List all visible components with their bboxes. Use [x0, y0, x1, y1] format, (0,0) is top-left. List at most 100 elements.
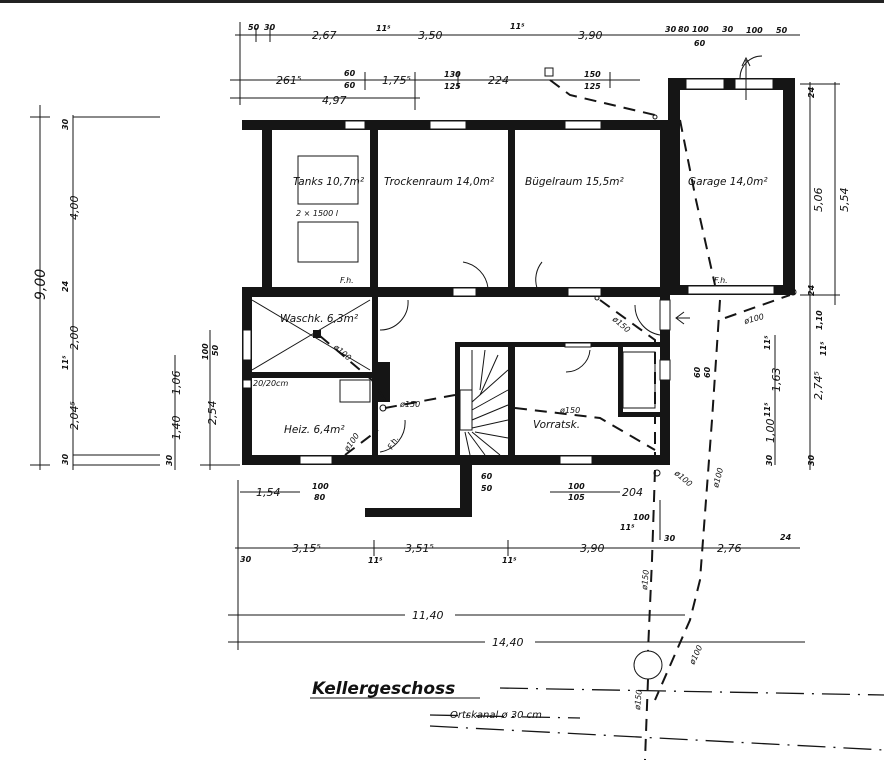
- room-label-waschkueche: Waschk. 6,3m²: [280, 313, 359, 325]
- dim-label: 4,97: [322, 94, 347, 107]
- dim-label: 100: [312, 482, 329, 491]
- dim-label: 3,90: [578, 29, 603, 42]
- fh-label: F.h.: [340, 276, 354, 285]
- tanks-capacity-note: 2 × 1500 l: [296, 209, 339, 218]
- dim-label: 11⁵: [368, 556, 383, 565]
- dim-label: 1,06: [170, 371, 183, 396]
- room-label-vorratskeller: Vorratsk.: [533, 419, 580, 431]
- dim-label: 1,10: [815, 310, 824, 330]
- dim-label: 60: [694, 39, 706, 48]
- dim-label: 100: [746, 26, 763, 35]
- dim-label: 2,76: [717, 542, 742, 555]
- dim-label: 100: [201, 343, 210, 360]
- windows: [242, 78, 775, 465]
- room-label-trockenraum: Trockenraum 14,0m²: [384, 176, 495, 188]
- dim-label: 3,15⁵: [292, 542, 321, 555]
- dim-label: 5,54: [838, 188, 851, 213]
- dim-label: 30: [807, 454, 816, 466]
- sewer-manhole: [633, 650, 663, 680]
- dim-label: 50: [248, 23, 260, 32]
- dim-label: 14,40: [492, 636, 524, 649]
- walls: [242, 78, 795, 517]
- dim-label: 24: [61, 280, 70, 292]
- left-dimensions: 9,00 30 4,00 24 2,00 11⁵ 2,04⁵ 30 1,40 1…: [33, 118, 220, 466]
- dim-label: 11⁵: [502, 556, 517, 565]
- pipe-diameter-label: ø100: [711, 467, 725, 490]
- fh-label: F.h.: [714, 276, 728, 285]
- top-dimensions: 50 30 2,67 11⁵ 3,50 11⁵ 3,90 30 80 100 6…: [248, 22, 788, 107]
- pipe-diameter-label: ø150: [640, 569, 651, 591]
- dim-label: 50: [211, 344, 220, 356]
- dim-label: 60: [344, 69, 356, 78]
- pipe-diameter-label: ø150: [559, 406, 580, 415]
- dim-label: 24: [807, 86, 816, 98]
- dim-label: 80: [314, 493, 326, 502]
- dim-label: 24: [807, 284, 816, 296]
- right-dimensions: 24 5,06 5,54 24 1,10 11⁵ 2,74⁵ 30 11⁵ 1,…: [693, 86, 851, 466]
- pipe-diameter-label: ø100: [672, 468, 694, 489]
- dim-label: 11⁵: [376, 24, 391, 33]
- dim-label: 261⁵: [276, 74, 301, 87]
- drawing-title: Kellergeschoss: [312, 679, 455, 699]
- sewer-label: Ortskanal ø 30 cm: [450, 710, 542, 721]
- dim-label: 30: [722, 25, 734, 34]
- axis-lines: [429, 687, 884, 751]
- dim-label: 1,75⁵: [382, 74, 411, 87]
- dim-label: 30: [240, 555, 252, 564]
- dim-label: 30: [61, 453, 70, 465]
- dim-label: 11⁵: [510, 22, 525, 31]
- pipe-diameter-label: ø150: [610, 314, 632, 335]
- dim-label: 30: [665, 25, 677, 34]
- dimension-lines: [30, 22, 840, 650]
- pipe-diameter-label: ø100: [687, 644, 704, 667]
- dim-label: 11⁵: [763, 335, 772, 350]
- pipe-diameter-label: ø150: [399, 400, 420, 409]
- room-label-buegelraum: Bügelraum 15,5m²: [525, 176, 624, 188]
- dim-label: 125: [584, 82, 601, 91]
- room-label-heizung: Heiz. 6,4m²: [284, 424, 345, 436]
- dim-label: 1,63: [770, 368, 783, 393]
- dim-label: 1,00: [764, 419, 777, 444]
- door-swings: [379, 55, 763, 453]
- dim-label: 2,67: [312, 29, 337, 42]
- dim-label: 11,40: [412, 609, 444, 622]
- dim-label: 11⁵: [61, 355, 70, 370]
- dim-label: 3,51⁵: [405, 542, 434, 555]
- pipe-diameter-label: ø100: [742, 312, 765, 326]
- dim-label: 3,50: [418, 29, 443, 42]
- dim-label: 30: [765, 454, 774, 466]
- dim-label: 100: [633, 513, 650, 522]
- dim-label: 4,00: [68, 196, 81, 221]
- dim-label: 9,00: [33, 269, 49, 300]
- room-labels: Tanks 10,7m² 2 × 1500 l Trockenraum 14,0…: [253, 176, 768, 451]
- pipe-diameter-label: ø150: [633, 689, 644, 711]
- dim-label: 2,04⁵: [68, 401, 81, 430]
- drain-pipes: [319, 67, 797, 761]
- dim-label: 30: [165, 454, 174, 466]
- dim-label: 204: [622, 486, 643, 499]
- dim-label: 224: [488, 74, 509, 87]
- dim-label: 11⁵: [763, 402, 772, 417]
- dim-label: 100: [692, 25, 709, 34]
- dim-label: 60: [481, 472, 493, 481]
- dim-label: 105: [568, 493, 585, 502]
- dim-label: 60: [703, 366, 712, 378]
- dim-label: 2,74⁵: [812, 371, 825, 400]
- dim-label: 30: [664, 534, 676, 543]
- dim-label: 150: [584, 70, 601, 79]
- dim-label: 60: [344, 81, 356, 90]
- dim-label: 130: [444, 70, 461, 79]
- dim-label: 5,06: [812, 188, 825, 213]
- dim-label: 2,54: [206, 401, 219, 426]
- dim-label: 125: [444, 82, 461, 91]
- dim-label: 2,00: [68, 326, 81, 351]
- dim-label: 1,54: [256, 486, 281, 499]
- frame-line: [0, 0, 884, 3]
- chimney-size-label: 20/20cm: [253, 379, 288, 388]
- pipe-diameter-label: ø100: [331, 342, 353, 363]
- stair-treads: [464, 349, 509, 456]
- dim-label: 80: [678, 25, 690, 34]
- dim-label: 3,90: [580, 542, 605, 555]
- room-label-tanks: Tanks 10,7m²: [293, 176, 365, 188]
- bottom-dimensions: 1,54 100 80 60 50 100 105 204 11⁵ 100 30…: [240, 472, 792, 649]
